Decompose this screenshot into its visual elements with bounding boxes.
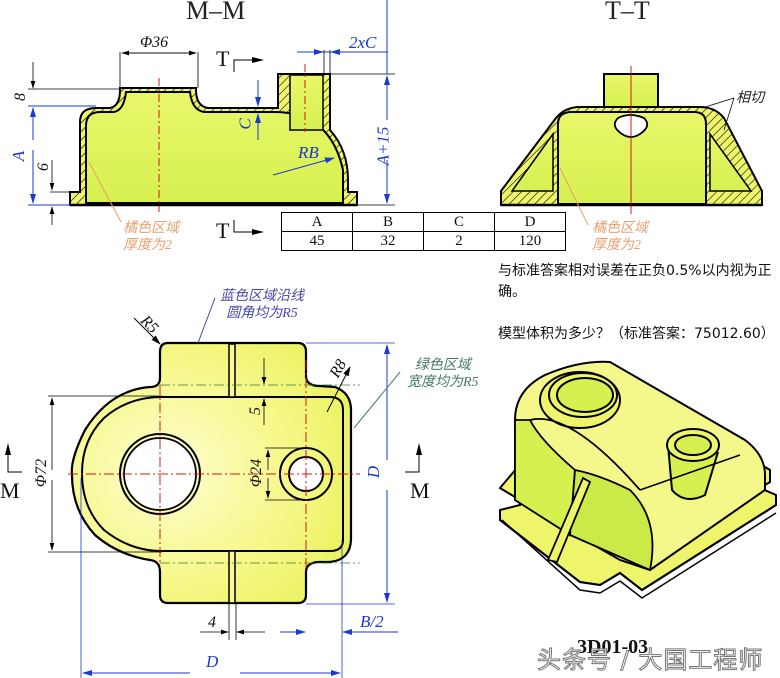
dim-c: C [235,118,255,130]
parameter-table: A B C D 45 32 2 120 [281,212,566,251]
dim-a: A [9,150,29,162]
section-mark-t-bottom: T [216,218,230,243]
note-line: 厚度为2 [123,238,172,253]
dim-2xc: 2xC [349,33,377,52]
note-tangent: 相切 [736,91,764,106]
section-mark-m-left: M [0,478,20,503]
section-mark-m-right: M [410,478,430,503]
table-cell: 32 [352,231,424,251]
dim-phi24: Φ24 [248,458,266,488]
question-prompt: 模型体积为多少？（标准答案：75012.60） [498,326,775,342]
section-mm-view [28,0,395,235]
table-cell: 120 [494,231,566,251]
table-row: 45 32 2 120 [281,231,566,251]
dim-d-horizontal: D [206,652,219,671]
table-header-row: A B C D [281,212,566,232]
isometric-view [498,360,777,599]
section-mark-t-top: T [216,46,230,71]
note-line: 厚度为2 [592,238,641,253]
dim-b-half: B/2 [360,612,384,631]
note-line: 宽度均为R5 [407,375,479,390]
table-header-cell: B [352,212,424,232]
section-tt-view [500,66,763,226]
table-cell: 45 [281,231,353,251]
note-line: 绿色区域 [414,358,471,373]
note-green-width: 绿色区域 宽度均为R5 [407,357,479,391]
dim-phi36: Φ36 [140,34,169,51]
tolerance-text: 与标准答案相对误差在正负0.5%以内视为正确。 [498,263,772,300]
note-line: 圆角均为R5 [226,306,298,321]
question-block: 与标准答案相对误差在正负0.5%以内视为正确。 模型体积为多少？（标准答案：75… [498,261,778,366]
plan-view [5,297,422,678]
table-header-cell: D [494,212,566,232]
dim-d-vertical: D [364,465,384,479]
dim-5: 5 [247,407,264,415]
table-header-cell: A [281,212,353,232]
dim-a-plus-15: A+15 [373,126,393,166]
note-blue-fillet: 蓝色区域沿线 圆角均为R5 [220,288,304,322]
dim-4: 4 [208,614,216,631]
drawing-number: 3D01-03 [577,636,649,658]
table-cell: 2 [423,231,495,251]
dim-phi72: Φ72 [33,458,51,488]
note-orange-thickness-left: 橘色区域 厚度为2 [123,220,179,254]
section-tt-title: T–T [605,0,650,25]
note-line: 蓝色区域沿线 [220,289,304,304]
note-line: 橘色区域 [123,221,179,236]
section-mm-title: M–M [186,0,246,25]
watermark: 头条号 / 大国工程师 [536,646,764,675]
table-header-cell: C [423,212,495,232]
dim-rb: RB [298,143,319,162]
note-orange-thickness-right: 橘色区域 厚度为2 [592,220,648,254]
note-line: 橘色区域 [592,221,648,236]
dim-8: 8 [12,93,29,101]
dim-6: 6 [35,163,52,171]
